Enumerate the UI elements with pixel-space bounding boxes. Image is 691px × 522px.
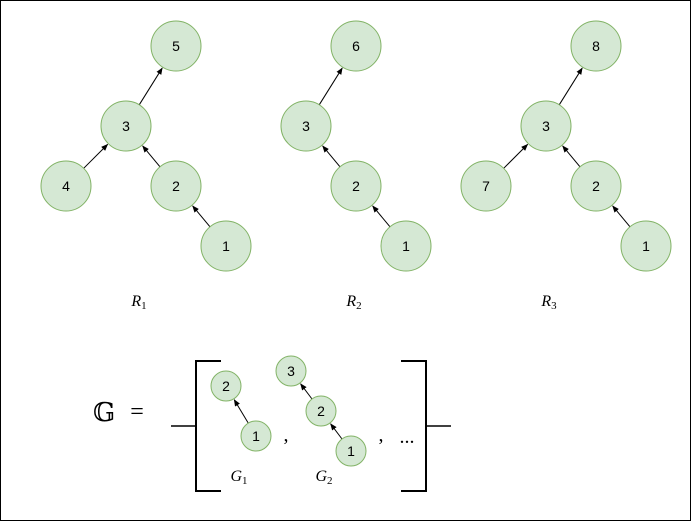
tree-label-r1: R1	[130, 293, 146, 312]
tree-r1-node-4: 4	[40, 160, 92, 212]
tree-r2-edge-1-to-2	[372, 205, 391, 228]
member-g2-node-label: 3	[287, 363, 295, 379]
tree-r3-node-2: 2	[570, 160, 622, 212]
member-g2-node-circle	[275, 355, 307, 387]
tree-r2-node-circle	[330, 160, 382, 212]
tree-r3-node-label: 8	[592, 38, 600, 54]
member-g2-node-label: 1	[347, 443, 355, 459]
tree-r3-node-7: 7	[460, 160, 512, 212]
comma-2: ,	[379, 424, 384, 446]
member-g2-edge-1-to-2	[330, 423, 343, 440]
tree-label-r3: R3	[540, 293, 557, 312]
tree-r1-node-circle	[150, 160, 202, 212]
tree-r2-node-label: 6	[352, 38, 360, 54]
member-g1-edge-1-to-2	[233, 399, 249, 424]
tree-r3-edge-3-to-8	[558, 67, 583, 106]
tree-r2-node-2: 2	[330, 160, 382, 212]
member-g2-node-circle	[335, 435, 367, 467]
tree-r1-node-label: 1	[222, 238, 230, 254]
tree-r3-edge-2-to-3	[562, 145, 581, 168]
tree-r1-node-label: 2	[172, 178, 180, 194]
tree-r3-edge-7-to-3	[503, 143, 529, 169]
equals-sign: =	[130, 399, 144, 425]
member-g2-node-circle	[305, 395, 337, 427]
tree-r3-node-label: 1	[642, 238, 650, 254]
tree-r3-node-label: 3	[542, 118, 550, 134]
member-g2-node-1: 1	[335, 435, 367, 467]
tree-r1-node-label: 3	[122, 118, 130, 134]
member-g1-node-label: 1	[252, 428, 260, 444]
tree-label-r2: R2	[345, 293, 361, 312]
tree-r2-node-label: 2	[352, 178, 360, 194]
tree-r2-node-circle	[280, 100, 332, 152]
tree-r3-node-circle	[520, 100, 572, 152]
tree-r2-node-6: 6	[330, 20, 382, 72]
tree-r3-node-label: 7	[482, 178, 490, 194]
tree-r2-node-label: 3	[302, 118, 310, 134]
tree-r1-edge-3-to-5	[138, 67, 163, 106]
tree-r2-node-1: 1	[380, 220, 432, 272]
member-label-g1: G1	[230, 468, 247, 487]
tree-r1-node-circle	[200, 220, 252, 272]
tree-r1-node-circle	[150, 20, 202, 72]
tree-r1-node-circle	[40, 160, 92, 212]
set-symbol: 𝔾	[93, 398, 115, 428]
tree-r3-node-circle	[460, 160, 512, 212]
tree-r1-node-2: 2	[150, 160, 202, 212]
tree-r3-node-label: 2	[592, 178, 600, 194]
member-g2-edge-2-to-3	[300, 383, 313, 400]
member-g1-node-circle	[210, 370, 242, 402]
tree-r3-node-8: 8	[570, 20, 622, 72]
member-g1-node-2: 2	[210, 370, 242, 402]
member-g2-node-3: 3	[275, 355, 307, 387]
tree-r1-node-3: 3	[100, 100, 152, 152]
tree-r1-node-5: 5	[150, 20, 202, 72]
member-g1-node-1: 1	[240, 420, 272, 452]
tree-r3-node-1: 1	[620, 220, 672, 272]
tree-r2-node-label: 1	[402, 238, 410, 254]
tree-r1-node-label: 4	[62, 178, 70, 194]
member-g1-node-label: 2	[222, 378, 230, 394]
left-bracket	[195, 360, 221, 492]
tree-r2-node-3: 3	[280, 100, 332, 152]
tree-r1-node-circle	[100, 100, 152, 152]
tree-r1-node-label: 5	[172, 38, 180, 54]
tree-r2-node-circle	[380, 220, 432, 272]
member-label-g2: G2	[315, 468, 332, 487]
tree-r3-node-circle	[570, 20, 622, 72]
tree-r3-node-3: 3	[520, 100, 572, 152]
tree-r1-edge-4-to-3	[83, 143, 109, 169]
tree-r1-node-1: 1	[200, 220, 252, 272]
ellipsis: ...	[400, 426, 415, 448]
member-g2-node-2: 2	[305, 395, 337, 427]
tree-r2-node-circle	[330, 20, 382, 72]
tree-r3-node-circle	[570, 160, 622, 212]
comma-1: ,	[284, 424, 289, 446]
tree-r3-edge-1-to-2	[612, 205, 631, 228]
tree-r1-edge-2-to-3	[142, 145, 161, 168]
tree-r3-node-circle	[620, 220, 672, 272]
tree-r2-edge-3-to-6	[318, 67, 343, 106]
tree-r1-edge-1-to-2	[192, 205, 211, 228]
tree-r2-edge-2-to-3	[322, 145, 341, 168]
member-g2-node-label: 2	[317, 403, 325, 419]
member-g1-node-circle	[240, 420, 272, 452]
